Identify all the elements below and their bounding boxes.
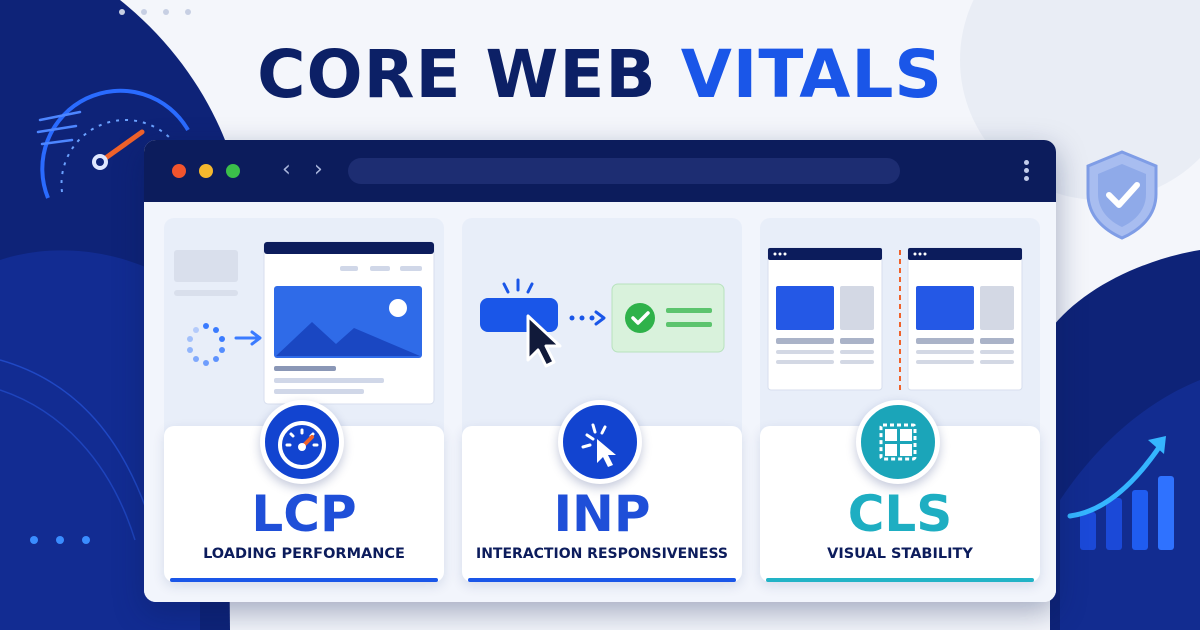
close-window-button[interactable] <box>172 164 186 178</box>
decorative-dots <box>119 9 191 15</box>
page-title: CORE WEB VITALS <box>0 36 1200 113</box>
button-click-feedback-illustration <box>480 278 725 368</box>
address-bar[interactable] <box>348 158 900 184</box>
metric-panel-lcp: LCP LOADING PERFORMANCE <box>164 218 444 582</box>
forward-icon[interactable]: › <box>314 157 323 182</box>
shield-check-icon <box>1086 150 1158 240</box>
metric-card-cls: CLS VISUAL STABILITY <box>760 400 1040 582</box>
metric-card-inp: INP INTERACTION RESPONSIVENESS <box>462 400 742 582</box>
back-icon[interactable]: ‹ <box>282 157 291 182</box>
layout-shift-comparison-illustration <box>767 247 1023 392</box>
layout-grid-icon <box>856 400 940 484</box>
metric-acronym: LCP <box>251 485 357 543</box>
decorative-dots <box>30 536 90 544</box>
metric-label: INTERACTION RESPONSIVENESS <box>476 546 728 562</box>
minimize-window-button[interactable] <box>199 164 213 178</box>
metric-label: VISUAL STABILITY <box>827 546 973 562</box>
page-title-main: CORE WEB <box>257 36 681 113</box>
maximize-window-button[interactable] <box>226 164 240 178</box>
speed-gauge-icon <box>260 400 344 484</box>
browser-window: ‹ › <box>144 140 1056 602</box>
metric-label: LOADING PERFORMANCE <box>203 546 405 562</box>
kebab-menu-icon[interactable] <box>1024 160 1030 184</box>
metric-card-lcp: LCP LOADING PERFORMANCE <box>164 400 444 582</box>
page-title-accent: VITALS <box>680 36 943 113</box>
growth-chart-icon <box>1067 436 1174 550</box>
browser-titlebar: ‹ › <box>144 140 1056 202</box>
metric-panel-cls: CLS VISUAL STABILITY <box>760 218 1040 582</box>
metric-panel-inp: INP INTERACTION RESPONSIVENESS <box>462 218 742 582</box>
browser-content: LCP LOADING PERFORMANCE <box>144 202 1056 602</box>
cursor-click-icon <box>558 400 642 484</box>
speedometer-icon <box>36 88 190 199</box>
metric-acronym: CLS <box>847 485 953 543</box>
page-loading-illustration <box>174 241 435 405</box>
metric-acronym: INP <box>553 485 651 543</box>
